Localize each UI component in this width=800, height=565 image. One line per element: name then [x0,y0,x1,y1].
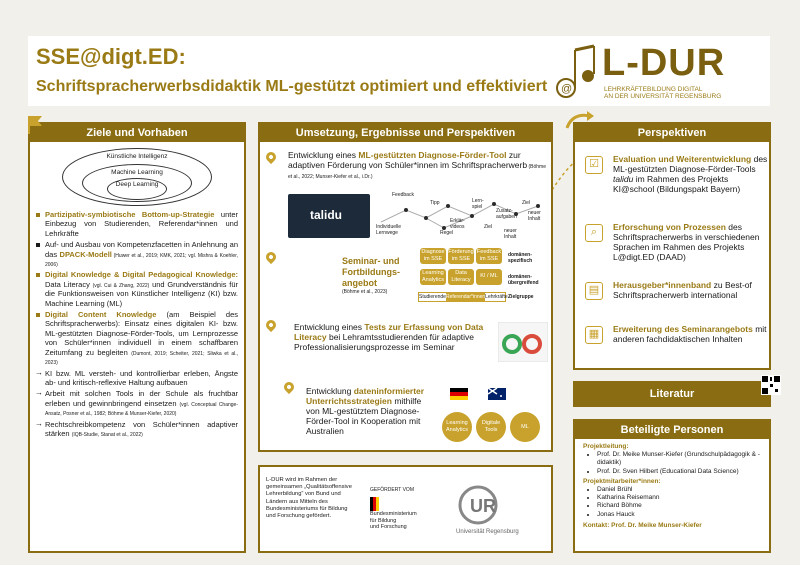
flow-label: Zusatz-aufgaben [496,208,517,220]
venn-dl: Deep Learning [107,178,167,200]
perspective-item: ▤ Herausgeber*innenband zu Best-of Schri… [585,280,770,300]
funding-footer: L-DUR wird im Rahmen der gemeinsamen „Qu… [258,465,553,553]
presentation-icon: ▦ [585,326,603,344]
list-item: Daniel Brühl [597,486,761,494]
contact-link[interactable]: Kontakt: Prof. Dr. Meike Munser-Kiefer [583,521,702,529]
seminar-item: Seminar- und Fortbildungs-angebot (Böhme… [342,256,400,295]
circle-ml: ML [510,412,540,442]
ur-logo: UR Universität Regensburg [456,483,519,535]
venn-ai: Künstliche Intelligenz [62,148,212,206]
book-icon: ▤ [585,282,603,300]
chip-feedback: Feedback im SSE [476,248,502,264]
page-title: SSE@digt.ED: [36,44,186,69]
svg-text:UR: UR [470,496,496,516]
page-subtitle: Schriftspracherwerbsdidaktik ML-gestützt… [36,78,548,95]
logo-subline: LEHRKRÄFTEBILDUNG DIGITAL AN DER UNIVERS… [604,86,722,100]
curved-arrow-icon [565,111,594,129]
goals-heading: Ziele und Vorhaben [30,124,244,142]
perspectives-heading: Perspektiven [575,124,769,142]
header: SSE@digt.ED: Schriftspracherwerbsdidakti… [28,36,770,106]
side-label: domänen-spezifisch [508,252,533,264]
perspective-item: ▦ Erweiterung des Seminarangebots mit an… [585,324,770,344]
chip-diagnosis: Diagnose im SSE [420,248,446,264]
side-label: domänen-übergreifend [508,274,539,286]
funding-text: L-DUR wird im Rahmen der gemeinsamen „Qu… [266,477,352,520]
list-item: Partizipativ-symbiotische Bottom-up-Stra… [36,210,238,238]
flag-icon [28,116,42,134]
qr-code-icon[interactable] [761,375,781,395]
flow-label: Lern-spiel [472,198,484,210]
people-heading: Beteiligte Personen [575,421,769,439]
donut-charts-graphic [498,322,548,362]
list-item: Digital Content Knowledge (am Beispiel d… [36,310,238,366]
magnifier-icon: ⌕ [585,224,603,242]
location-pin-icon [263,249,279,265]
flow-label: neuer Inhalt [528,210,541,222]
bmbf-logo: GEFÖRDERT VOM Bundesministerium für Bild… [370,487,417,530]
perspective-item: ☑ Evaluation und Weiterentwicklung des M… [585,154,770,194]
flow-label: Ziel [484,224,493,230]
perspectives-panel: Perspektiven ☑ Evaluation und Weiterentw… [565,111,771,370]
circle-digital-tools: Digitale Tools [476,412,506,442]
literature-heading: Literatur [575,383,769,405]
people-list: Projektleitung: Prof. Dr. Meike Munser-K… [575,439,769,534]
chip-learning-analytics: Learning Analytics [420,269,446,285]
clipboard-icon: ☑ [585,156,603,174]
location-pin-icon [281,379,297,395]
logo-wordmark: L-DUR [602,42,726,84]
list-item: Prof. Dr. Sven Hilbert (Educational Data… [597,468,761,476]
talidu-logo: talidu [310,208,342,222]
list-item: Katharina Reisemann [597,494,761,502]
talidu-screenshot: talidu [288,194,370,238]
flow-label: Ziel [522,200,531,206]
australia-flag-icon [488,388,506,400]
flow-label: Tipp [430,200,440,206]
chip-foerderung: Förderung im SSE [448,248,474,264]
tool-development-item: Entwicklung eines ML-gestützten Diagnose… [288,150,546,180]
list-item: KI bzw. ML versteh- und kontrollierbar e… [35,368,238,388]
location-pin-icon [263,317,279,333]
list-item: Rechtschreibkompetenz von Schüler*innen … [35,419,238,439]
chip-ki-ml: KI / ML [476,269,502,285]
learning-path-graphic [380,202,540,230]
literature-panel: Literatur [573,375,781,407]
flow-label: neuer Inhalt [504,228,517,240]
list-item: Richard Böhme [597,502,761,510]
eagle-icon [370,497,379,511]
flow-label: Regel [440,230,454,236]
ur-emblem-icon: UR [458,485,498,525]
venn-ml: Machine Learning [82,164,192,202]
svg-text:@: @ [561,83,572,95]
implementation-heading: Umsetzung, Ergebnisse und Perspektiven [260,124,551,142]
side-label: Zielgruppe [508,294,534,300]
list-item: Auf- und Ausbau von Kompetenzfacetten in… [36,240,238,268]
list-item: Arbeit mit solchen Tools in der Schule a… [35,388,238,417]
chip-data-literacy: Data Literacy [448,269,474,285]
list-item: Prof. Dr. Meike Munser-Kiefer (Grundschu… [597,451,761,467]
ldur-logo: @ L-DUR LEHRKRÄFTEBILDUNG DIGITAL AN DER… [554,42,764,102]
list-item: Digital Knowledge & Digital Pedagogical … [36,270,238,308]
data-informed-strategies-item: Entwicklung dateninformierter Unterricht… [306,386,425,436]
germany-flag-icon [450,388,468,400]
flow-label: Feedback [392,192,414,198]
data-literacy-test-item: Entwicklung eines Tests zur Erfassung vo… [294,322,484,352]
location-pin-icon [263,149,279,165]
target-group-bar: Studierende Referendar*innen Lehrkräfte [418,292,508,302]
ai-venn-diagram: Künstliche Intelligenz Machine Learning … [62,148,212,206]
flow-label: Erklär-videos [450,218,465,230]
implementation-panel: Umsetzung, Ergebnisse und Perspektiven E… [258,122,553,452]
goals-list: Partizipativ-symbiotische Bottom-up-Stra… [30,210,244,438]
list-item: Jonas Hauck [597,511,761,519]
circle-learning-analytics: Learning Analytics [442,412,472,442]
music-note-icon: @ [556,44,595,98]
perspective-item: ⌕ Erforschung von Prozessen des Schrifts… [585,222,770,262]
people-panel: Beteiligte Personen Projektleitung: Prof… [573,419,771,553]
flow-label: Individuelle Lernwege [376,224,402,236]
goals-panel: Ziele und Vorhaben Künstliche Intelligen… [28,116,246,553]
